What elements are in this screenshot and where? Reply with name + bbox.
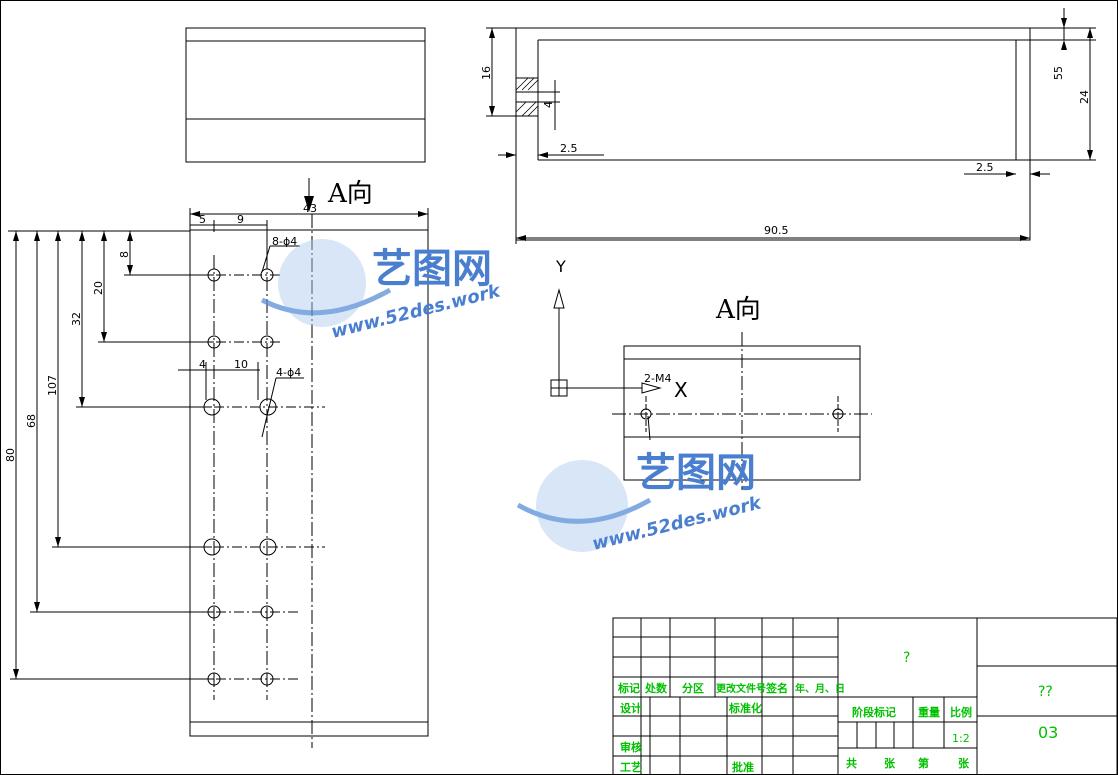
tb-count: 处数	[644, 681, 668, 695]
dim-24: 24	[1078, 90, 1091, 104]
tb-design: 设计	[620, 701, 642, 715]
tb-docno: 更改文件号	[716, 682, 766, 695]
tb-total: 共	[846, 756, 857, 770]
tb-date: 年、月、日	[795, 682, 845, 695]
tb-check: 审核	[620, 740, 642, 754]
tb-weight: 重量	[918, 705, 940, 719]
axis-x-label: X	[674, 378, 688, 402]
main-view	[189, 214, 429, 748]
tb-drawing-name: ??	[1038, 684, 1053, 700]
dim-9: 9	[237, 213, 244, 226]
title-block	[612, 617, 1118, 775]
dim-4: 4	[199, 358, 206, 371]
dim-90-5: 90.5	[764, 224, 789, 237]
dim-20: 20	[92, 281, 105, 295]
tb-std: 标准化	[728, 701, 762, 715]
dim-80: 80	[4, 448, 17, 462]
tb-part-name: ?	[903, 650, 910, 666]
top-view	[185, 27, 426, 163]
hole-callout-4: 4-ϕ4	[276, 366, 301, 379]
tb-scale-value: 1:2	[952, 732, 970, 745]
tb-scale: 比例	[950, 705, 972, 719]
dimension-arrows	[13, 211, 428, 679]
tb-sign: 签名	[765, 681, 788, 695]
dim-16: 16	[480, 66, 493, 80]
view-direction-arrow	[304, 178, 314, 212]
view-a-label-right: A向	[715, 295, 761, 325]
dim-43: 43	[303, 202, 317, 215]
dim-8: 8	[118, 251, 131, 258]
watermark-logo-bottom	[516, 460, 652, 552]
dim-10: 10	[234, 358, 248, 371]
dim-2-5-left: 2.5	[560, 142, 578, 155]
ucs-axis-icon	[550, 288, 662, 397]
axis-y-label: Y	[555, 257, 566, 276]
watermark-logo-top	[260, 239, 392, 327]
left-dimensions	[8, 208, 429, 680]
watermark-brand-bottom: 艺图网	[636, 450, 756, 496]
tb-sheet2: 张	[958, 756, 970, 770]
dim-32: 32	[70, 312, 83, 326]
dim-68: 68	[25, 414, 38, 428]
tb-process: 工艺	[620, 760, 642, 774]
tb-approve: 批准	[732, 760, 754, 774]
hole-callout-8: 8-ϕ4	[272, 235, 297, 248]
dim-5: 5	[199, 213, 206, 226]
section-arrows	[489, 18, 1093, 241]
view-a-label-top: A向	[327, 179, 373, 209]
watermark-brand-top: 艺图网	[372, 246, 492, 292]
tb-drawing-no: 03	[1038, 723, 1058, 742]
tb-zone: 分区	[682, 681, 704, 695]
dim-107: 107	[46, 375, 59, 396]
section-view	[486, 8, 1096, 244]
holes	[196, 268, 325, 686]
tb-stage: 阶段标记	[852, 705, 896, 719]
tb-mark: 标记	[617, 681, 640, 695]
dim-4-slot: 4	[542, 101, 555, 108]
tb-sheets: 张	[884, 756, 896, 770]
dim-2-5-right: 2.5	[976, 161, 994, 174]
dim-55: 55	[1052, 66, 1065, 80]
tb-page: 第	[918, 756, 929, 770]
a-view	[612, 332, 872, 490]
tap-callout: 2-M4	[644, 372, 671, 385]
